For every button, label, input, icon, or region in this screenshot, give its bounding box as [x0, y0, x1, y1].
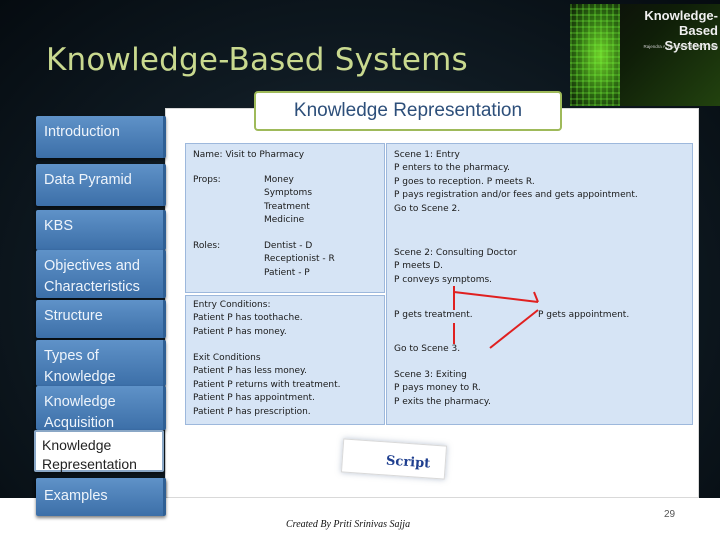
scene-2-branch-appointment: P gets appointment.	[538, 310, 630, 320]
exit-conditions: Exit Conditions Patient P has less money…	[193, 353, 341, 417]
slide-title: Knowledge-Based Systems	[46, 42, 468, 78]
sidebar-item-introduction[interactable]: Introduction	[36, 116, 166, 158]
flow-arrows	[453, 286, 539, 349]
sidebar-item-knowledge-representation[interactable]: Knowledge Representation	[34, 430, 164, 472]
arrow-branch-right	[453, 291, 539, 303]
scene-2-goto: Go to Scene 3.	[394, 344, 461, 354]
props-list: Money Symptoms Treatment Medicine	[264, 175, 313, 226]
arrow-return-left	[489, 309, 539, 349]
roles-label: Roles:	[193, 241, 221, 251]
entry-conditions: Entry Conditions: Patient P has toothach…	[193, 300, 303, 337]
scenes-panel	[386, 143, 693, 425]
page-number: 29	[664, 509, 676, 520]
sidebar-item-objectives[interactable]: Objectives and Characteristics	[36, 250, 166, 298]
roles-list: Dentist - D Receptionist - R Patient - P	[264, 241, 335, 278]
sidebar-item-knowledge-acquisition[interactable]: Knowledge Acquisition	[36, 386, 166, 431]
props-label: Props:	[193, 175, 221, 185]
script-name: Name: Visit to Pharmacy	[193, 150, 305, 160]
cover-authors: Rajendra A. Akerkar and Priti S. Sajja	[643, 44, 718, 49]
script-badge-label: Script	[385, 453, 431, 472]
cover-title: Knowledge-Based Systems	[644, 8, 718, 53]
section-heading: Knowledge Representation	[254, 91, 562, 131]
script-header-panel	[185, 143, 385, 293]
scene-1: Scene 1: Entry P enters to the pharmacy.…	[394, 150, 638, 214]
sidebar-item-types-of-knowledge[interactable]: Types of Knowledge	[36, 340, 166, 386]
author-credit: Created By Priti Srinivas Sajja	[286, 519, 411, 530]
arrow-branch-tick	[533, 291, 539, 303]
sidebar-item-kbs[interactable]: KBS	[36, 210, 166, 250]
sidebar-item-examples-overlay[interactable]: Examples	[36, 478, 166, 516]
conditions-panel	[185, 295, 385, 425]
scene-2-branch-treatment: P gets treatment.	[394, 310, 473, 320]
scene-3: Scene 3: Exiting P pays money to R. P ex…	[394, 370, 491, 407]
book-cover-image: Knowledge-Based Systems Rajendra A. Aker…	[570, 4, 720, 106]
sidebar-item-data-pyramid[interactable]: Data Pyramid	[36, 164, 166, 206]
scene-2: Scene 2: Consulting Doctor P meets D. P …	[394, 248, 517, 285]
sidebar-item-structure[interactable]: Structure	[36, 300, 166, 338]
face-icon	[570, 4, 620, 106]
